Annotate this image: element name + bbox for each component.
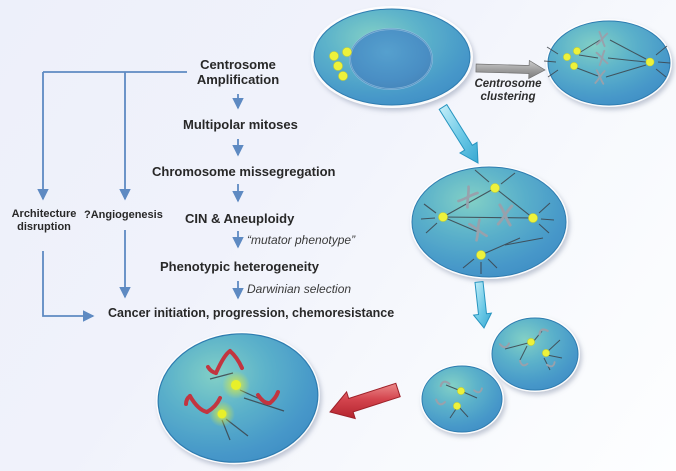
interphase-cell-illustration <box>311 6 473 108</box>
flowchart-connectors <box>37 71 244 322</box>
red-chromosomes <box>184 349 280 414</box>
spindle-fibers <box>420 169 555 274</box>
edge-label-darwinian-selection: Darwinian selection <box>247 282 352 296</box>
node-chromosome-missegregation: Chromosome missegregation <box>152 164 336 179</box>
node-multipolar-mitoses: Multipolar mitoses <box>183 117 298 132</box>
arrow-architecture-to-cancer <box>42 251 95 322</box>
cancer-outcome-arrow <box>329 382 401 420</box>
node-cin-aneuploidy: CIN & Aneuploidy <box>185 211 295 226</box>
centrosome-glow-1 <box>222 371 250 399</box>
nucleus <box>349 28 433 90</box>
spindle-fibers <box>543 39 671 78</box>
centrosome-clustering-arrow <box>475 59 546 80</box>
progression-arrow-1 <box>438 103 479 164</box>
centrosomes <box>527 338 550 357</box>
clustered-bipolar-cell-illustration <box>543 19 672 107</box>
node-centrosome-amplification: Centrosome Amplification <box>196 57 280 87</box>
node-angiogenesis: ?Angiogenesis <box>84 209 163 221</box>
node-phenotypic-heterogeneity: Phenotypic heterogeneity <box>160 259 319 274</box>
progression-arrow-2 <box>472 281 493 329</box>
edge-label-mutator-phenotype: “mutator phenotype” <box>247 233 356 247</box>
spindle-poles <box>438 183 538 260</box>
node-cancer-outcome: Cancer initiation, progression, chemores… <box>108 306 395 320</box>
daughter-cell-upper <box>490 316 580 392</box>
node-architecture-disruption: Architecture disruption <box>11 208 77 233</box>
label-centrosome-clustering: Centrosome clustering <box>474 78 542 103</box>
centrosome-dots <box>329 47 352 81</box>
multipolar-cell-illustration <box>410 165 568 279</box>
centrosome-glow-2 <box>209 401 235 427</box>
centrosomes <box>453 387 465 410</box>
clustered-centrosomes <box>563 47 655 70</box>
cancer-cell-illustration <box>156 331 320 465</box>
daughter-cell-lower <box>420 364 504 434</box>
